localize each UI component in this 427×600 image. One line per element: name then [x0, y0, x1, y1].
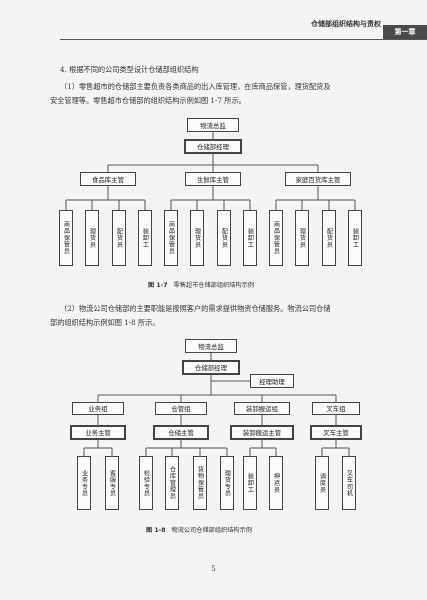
fig2-group-box: 仓管组 — [155, 402, 207, 415]
fig1-staff-box: 配货员 — [112, 210, 126, 266]
fig1-household-store-supervisor: 家庭百货库主管 — [285, 172, 351, 186]
fig1-staff-box: 商品保管员 — [59, 210, 73, 266]
fig2-supervisor-box: 装卸搬运主管 — [230, 425, 294, 440]
chapter-tab: 第一章 — [383, 25, 427, 39]
fig2-logistics-director: 物流总监 — [185, 339, 237, 353]
figure-1-7-title: 零售超市仓储部组织结构示例 — [173, 282, 254, 289]
fig2-supervisor-box: 叉车主管 — [310, 425, 362, 440]
fig2-staff-box: 理货专员 — [220, 456, 234, 510]
fig1-food-store-supervisor: 食品库主管 — [80, 172, 136, 186]
fig2-supervisor-box: 业务主管 — [70, 425, 126, 440]
fig1-warehouse-manager: 仓储部经理 — [184, 139, 242, 154]
fig2-staff-box: 调度员 — [315, 456, 329, 510]
fig2-staff-box: 叉车司机 — [342, 456, 356, 510]
paragraph-1-line-2: 安全管理等。零售超市仓储部的组织结构示例如图 1-7 所示。 — [50, 96, 246, 105]
fig2-group-box: 业务组 — [72, 402, 124, 415]
fig1-staff-box: 配货员 — [322, 210, 336, 266]
page-number: 5 — [211, 565, 216, 573]
fig2-staff-box: 仓库管理员 — [165, 456, 179, 510]
paragraph-2-line-1: （2）物流公司仓储部的主要职能是按照客户的需求提供物资仓储服务。物流公司仓储 — [60, 304, 331, 313]
figure-1-7-caption: 图 1-7 零售超市仓储部组织结构示例 — [148, 280, 254, 289]
fig2-warehouse-manager: 仓储部经理 — [182, 360, 240, 375]
fig1-staff-box: 商品保管员 — [164, 210, 178, 266]
fig1-staff-box: 商品保管员 — [269, 210, 283, 266]
fig2-manager-assistant: 经理助理 — [250, 374, 294, 388]
figure-1-8-title: 物流公司仓储部组织结构示例 — [171, 527, 252, 534]
fig2-staff-box: 货物保管员 — [193, 456, 207, 510]
figure-1-8-caption: 图 1-8 物流公司仓储部组织结构示例 — [146, 525, 252, 534]
fig1-staff-box: 装卸工 — [138, 210, 152, 266]
running-header-title: 仓储部组织结构与责权 — [311, 19, 381, 28]
fig2-staff-box: 押运员 — [269, 456, 283, 510]
fig1-staff-box: 理货员 — [190, 210, 204, 266]
section-heading: 4. 根据不同的公司类型设计仓储部组织结构 — [60, 65, 199, 74]
fig2-supervisor-box: 仓储主管 — [153, 425, 209, 440]
fig2-staff-box: 客服专员 — [105, 456, 119, 510]
fig2-staff-box: 业务专员 — [77, 456, 91, 510]
fig2-group-box: 装卸搬运组 — [234, 402, 290, 415]
fig2-staff-box: 检验专员 — [139, 456, 153, 510]
figure-1-7-number: 图 1-7 — [148, 282, 168, 289]
paragraph-1-line-1: （1）零售超市的仓储部主要负责各类商品的出入库管理，在库商品保管，理货配货及 — [60, 82, 331, 91]
fig1-staff-box: 理货员 — [85, 210, 99, 266]
figure-1-8-number: 图 1-8 — [146, 527, 166, 534]
fig1-staff-box: 装卸工 — [243, 210, 257, 266]
fig1-fresh-store-supervisor: 生鲜库主管 — [185, 172, 241, 186]
fig1-staff-box: 装卸工 — [348, 210, 362, 266]
header-rule — [60, 39, 427, 40]
fig1-logistics-director: 物流总监 — [187, 118, 239, 132]
fig2-group-box: 叉车组 — [312, 402, 360, 415]
fig1-staff-box: 配货员 — [217, 210, 231, 266]
paragraph-2-line-2: 部的组织结构示例如图 1-8 所示。 — [50, 318, 160, 327]
fig2-staff-box: 装卸工 — [243, 456, 257, 510]
fig1-staff-box: 理货员 — [295, 210, 309, 266]
